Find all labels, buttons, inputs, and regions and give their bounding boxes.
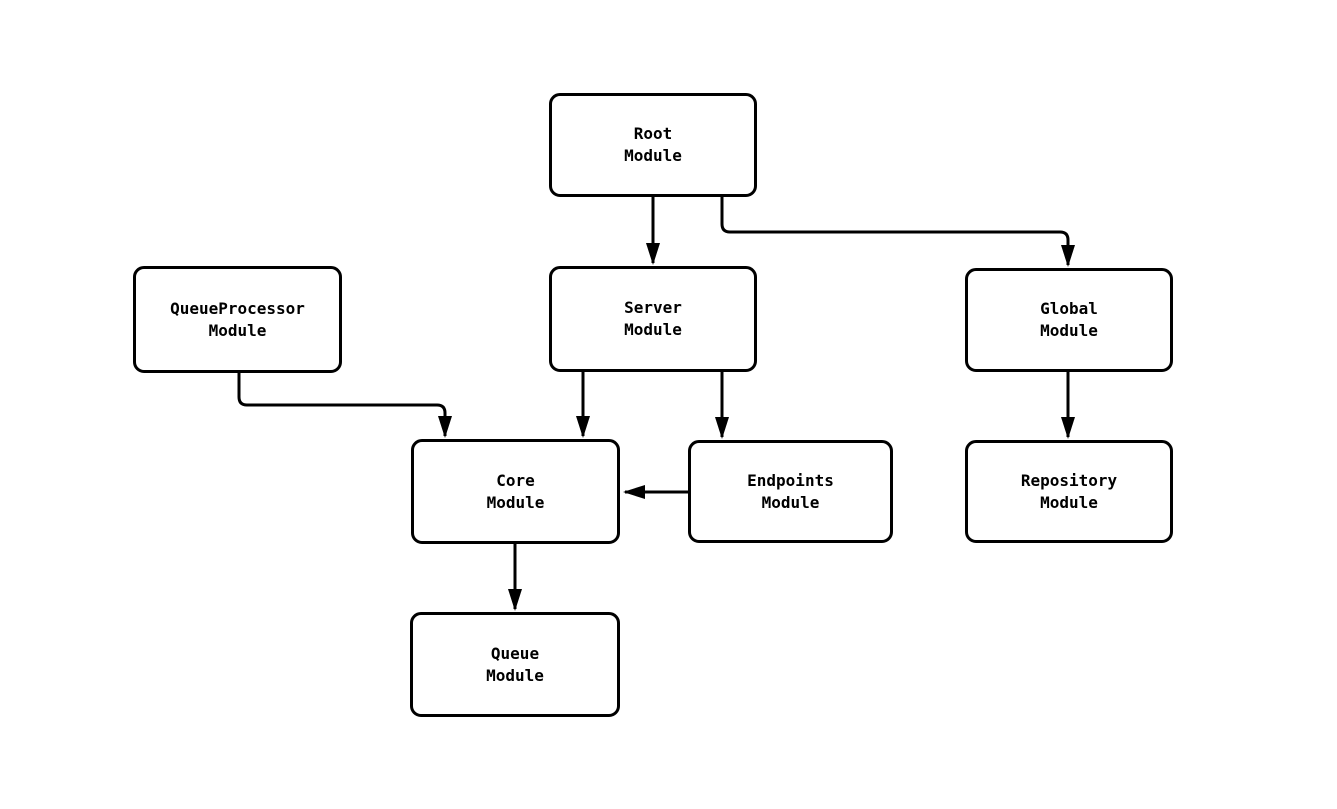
- edge-root-to-global: [720, 197, 1075, 267]
- node-queue-module[interactable]: Queue Module: [410, 612, 620, 717]
- edge-queueprocessor-to-core: [237, 373, 452, 438]
- node-core-module-label: Core Module: [486, 470, 545, 512]
- node-core-module[interactable]: Core Module: [411, 439, 620, 544]
- node-queue-module-label: Queue Module: [486, 643, 544, 685]
- node-root-module[interactable]: Root Module: [549, 93, 757, 197]
- node-endpoints-module[interactable]: Endpoints Module: [688, 440, 893, 543]
- node-repository-module[interactable]: Repository Module: [965, 440, 1173, 543]
- node-repository-module-label: Repository Module: [1020, 470, 1118, 512]
- node-endpoints-module-label: Endpoints Module: [747, 470, 834, 512]
- node-global-module-label: Global Module: [1040, 299, 1098, 340]
- node-global-module[interactable]: Global Module: [965, 268, 1173, 372]
- node-server-module-label: Server Module: [624, 298, 682, 339]
- node-queueprocessor-module-label: QueueProcessor Module: [170, 298, 305, 340]
- node-server-module[interactable]: Server Module: [549, 266, 757, 372]
- node-queueprocessor-module[interactable]: QueueProcessor Module: [133, 266, 342, 373]
- node-root-module-label: Root Module: [624, 124, 682, 165]
